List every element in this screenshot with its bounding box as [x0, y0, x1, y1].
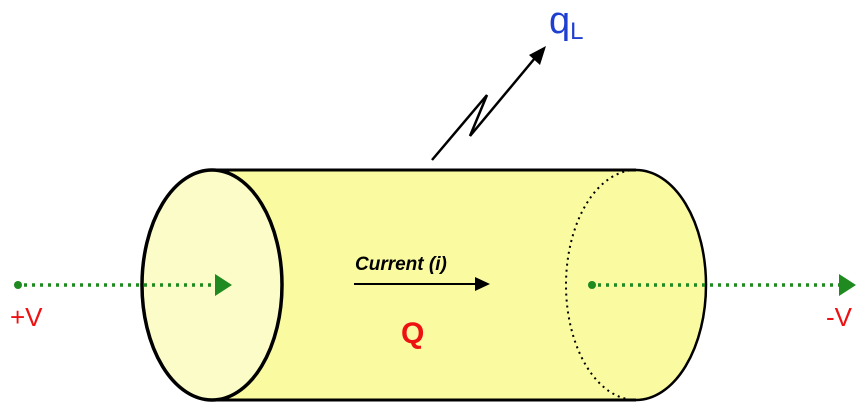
heat-label: qL — [549, 0, 584, 45]
left-dot — [14, 281, 22, 289]
current-label: Current (i) — [355, 254, 447, 275]
heat-zigzag — [431, 51, 541, 161]
positive-terminal-label: +V — [10, 302, 43, 332]
right-arrowhead — [839, 274, 856, 296]
negative-terminal-label: -V — [826, 302, 853, 332]
cylinder-right-outline — [635, 168, 708, 402]
heat-label-subscript: L — [570, 18, 583, 45]
charge-label: Q — [401, 317, 424, 350]
cylinder-left-face — [140, 168, 284, 402]
cylinder-right-hidden-edge — [565, 169, 637, 401]
left-arrowhead — [215, 274, 232, 296]
heat-label-main: q — [549, 0, 570, 42]
current-arrowhead — [475, 277, 490, 291]
heat-arrowhead — [529, 46, 546, 65]
right-dot — [588, 281, 596, 289]
